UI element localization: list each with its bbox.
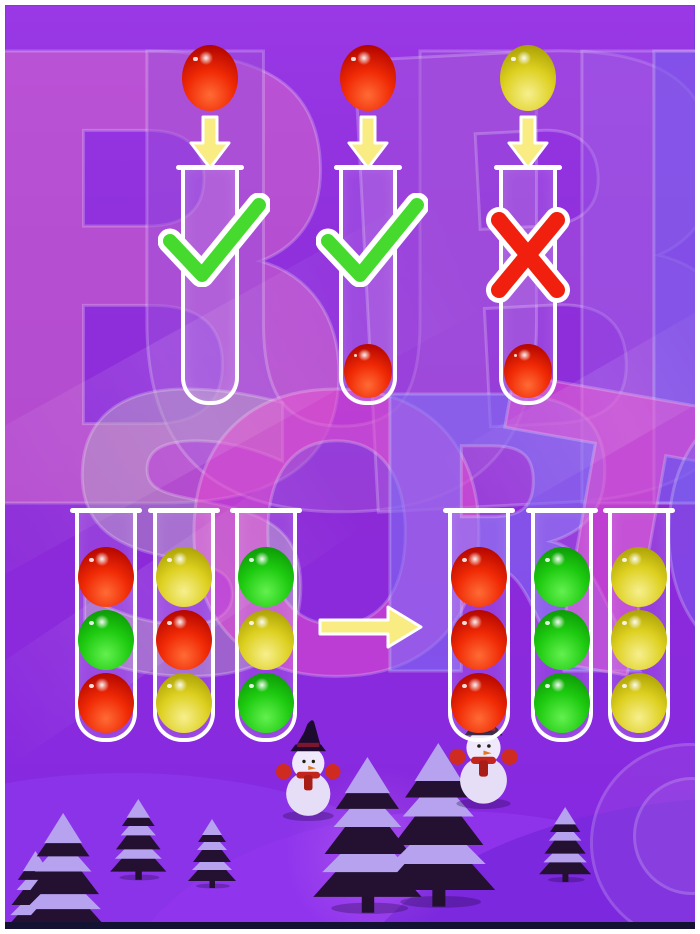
tutorial-scene[interactable]: BUBBLESORTO — [5, 5, 695, 929]
ball-red — [340, 45, 396, 111]
ball-red — [504, 344, 552, 398]
ball-red — [451, 547, 507, 607]
ball-yellow — [611, 547, 667, 607]
ball-green — [534, 547, 590, 607]
tube-lip — [443, 508, 515, 513]
ball-green — [534, 673, 590, 733]
ball-green — [238, 673, 294, 733]
winter-scene — [5, 5, 695, 929]
tube-lip — [603, 508, 675, 513]
tube-lip — [70, 508, 142, 513]
bg-letter: B — [524, 5, 695, 601]
right-arrow-icon — [318, 601, 424, 657]
tube — [70, 508, 142, 742]
ball-yellow — [500, 45, 556, 111]
cross-icon — [484, 205, 572, 309]
ball-yellow — [611, 610, 667, 670]
down-arrow-icon — [188, 115, 232, 175]
pine-tree — [538, 807, 592, 887]
bg-letter: L — [595, 5, 695, 601]
ball-yellow — [611, 673, 667, 733]
tube-lip — [526, 508, 598, 513]
bg-letter: E — [640, 5, 695, 601]
down-arrow-icon — [506, 115, 550, 175]
ball-red — [344, 344, 392, 398]
ball-yellow — [156, 547, 212, 607]
tube-lip — [148, 508, 220, 513]
tube — [176, 165, 244, 405]
bg-letter: O — [648, 348, 695, 731]
ball-green — [238, 547, 294, 607]
ball-red — [156, 610, 212, 670]
ball-red — [451, 673, 507, 733]
ball-green — [78, 610, 134, 670]
ball-red — [78, 673, 134, 733]
tube — [603, 508, 675, 742]
down-arrow-icon — [346, 115, 390, 175]
pine-tree — [187, 819, 237, 893]
ball-red — [182, 45, 238, 111]
ball-red — [78, 547, 134, 607]
tube — [526, 508, 598, 742]
tube-lip — [230, 508, 302, 513]
tube — [230, 508, 302, 742]
tutorial-ui — [5, 5, 695, 929]
ball-yellow — [156, 673, 212, 733]
pine-tree — [16, 813, 110, 929]
ball-yellow — [238, 610, 294, 670]
tube — [148, 508, 220, 742]
ball-red — [451, 610, 507, 670]
snowman — [270, 719, 347, 825]
bg-letter: O — [173, 348, 499, 731]
checkmark-icon — [157, 192, 272, 291]
bg-letter: R — [354, 318, 650, 761]
bottom-strip — [5, 922, 695, 929]
checkmark-icon — [315, 192, 430, 291]
tube — [443, 508, 515, 742]
pine-tree — [311, 757, 424, 919]
pine-tree — [379, 743, 498, 913]
pine-tree — [109, 799, 168, 885]
ball-green — [534, 610, 590, 670]
